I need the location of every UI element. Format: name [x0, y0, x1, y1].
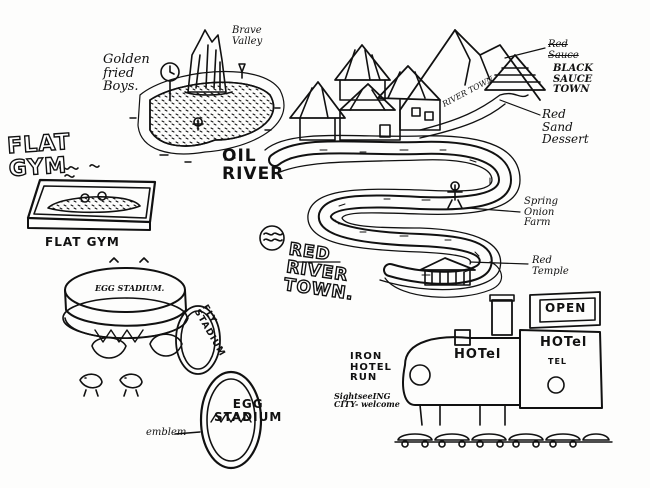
chick-icons [79, 373, 143, 397]
fly-badge [175, 305, 221, 375]
brave-valley-rock [184, 29, 233, 96]
egg-stadium [62, 257, 189, 359]
red-river [268, 140, 512, 285]
farmer-icon [447, 181, 463, 209]
black-sauce-town-label: BLACK SAUCE TOWN [553, 63, 593, 95]
flat-gym-title: FLAT GYM [6, 129, 72, 183]
figure-icon [192, 117, 204, 131]
emblem-text: EGG STADIUM [214, 397, 283, 424]
brave-valley-label: Brave Valley [232, 25, 263, 47]
golden-island [129, 62, 285, 163]
red-sand-desert-label: Red Sand Dessert [542, 107, 589, 147]
oil-river-label: OIL RIVER [222, 146, 285, 184]
red-temple [384, 257, 503, 298]
iron-hotel-subtitle: SightseeING CITY- welcome [334, 391, 400, 410]
flat-gym [26, 164, 157, 231]
town-buildings [289, 44, 441, 141]
emblem-label: emblem [146, 427, 187, 438]
red-sauce-struck-label: Red Sauce [548, 39, 579, 61]
mountains [399, 29, 546, 111]
red-temple-label: Red Temple [532, 255, 569, 277]
open-sign: OPEN [545, 301, 587, 315]
swirl-symbol-icon [259, 225, 285, 251]
hotel-sign-small: TEL [548, 357, 568, 366]
flat-gym-caption: FLAT GYM [45, 235, 120, 249]
emblem [174, 370, 263, 470]
egg-stadium-label: EGG STADIUM. [95, 283, 165, 293]
river-town-road [419, 92, 529, 131]
hotel-sign-train: HOTel [454, 347, 502, 362]
tree-icon [238, 63, 246, 79]
hotel-train [394, 291, 613, 448]
hotel-sign-building: HOTel [540, 335, 588, 350]
iron-hotel-title: IRON HOTEL RUN [350, 351, 392, 383]
golden-fried-boys-label: Golden fried Boys. [103, 52, 150, 95]
red-river-town-label: RED RIVER TOWN. [282, 239, 356, 305]
spring-onion-farm-label: Spring Onion Farm [524, 196, 559, 228]
